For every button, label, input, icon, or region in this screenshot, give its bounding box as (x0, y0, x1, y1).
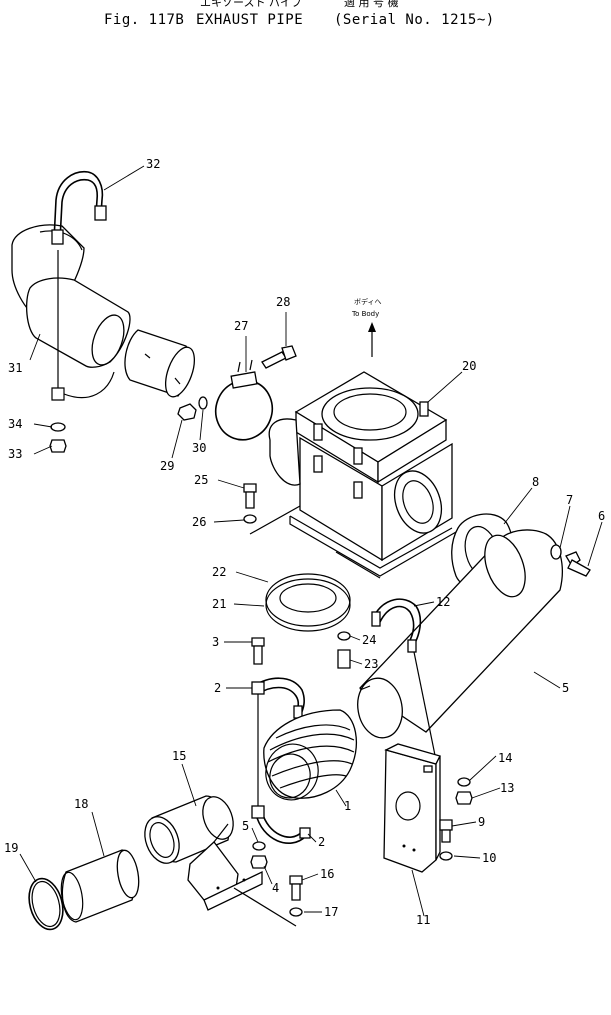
title-japanese: エキゾースト パイプ (200, 0, 302, 9)
serial-japanese: 適 用 号 機 (344, 0, 399, 9)
callout-23: 22 (212, 565, 226, 579)
part-32-elbow-pipe (11, 224, 131, 368)
part-6-long-pipe (357, 529, 563, 739)
callout-numbers: 32 31 34 33 29 30 27 28 20 25 26 8 7 6 2… (4, 157, 605, 927)
parts-26-27-bolt (243, 483, 257, 524)
callout-3: 3 (212, 635, 219, 649)
callout-18: 17 (324, 905, 338, 919)
title-block: エキゾースト パイプ 適 用 号 機 Fig. 117B EXHAUST PIP… (104, 0, 495, 28)
parts-24-25-bolt (337, 631, 351, 669)
callout-27: 26 (192, 515, 206, 529)
callout-1: 1 (344, 799, 351, 813)
part-12-bracket (383, 743, 441, 873)
callout-7: 6 (598, 509, 605, 523)
part-3-bolt (251, 637, 265, 665)
callout-9: 8 (532, 475, 539, 489)
parts-7-8-bolt (550, 544, 591, 577)
callout-10: 9 (478, 815, 485, 829)
callout-13: 12 (436, 595, 450, 609)
parts-30-31-nut (177, 396, 208, 421)
callout-24: 23 (364, 657, 378, 671)
part-16-adapter (144, 795, 297, 927)
parts-34-35-nut-washer (49, 422, 67, 453)
callout-17: 16 (320, 867, 334, 881)
callout-15: 14 (498, 751, 512, 765)
callout-21: 20 (462, 359, 476, 373)
to-body-note: ボディへ To Body (351, 297, 382, 357)
to-body-arrowhead (368, 322, 376, 332)
callout-16: 15 (172, 749, 186, 763)
callout-22: 21 (212, 597, 226, 611)
callout-26: 25 (194, 473, 208, 487)
callout-14: 13 (500, 781, 514, 795)
callout-12: 11 (416, 913, 430, 927)
callout-4: 4 (272, 881, 279, 895)
figure-number: Fig. 117B (104, 12, 184, 28)
callout-34: 33 (8, 447, 22, 461)
callout-33: 32 (146, 157, 160, 171)
connector-sleeve (124, 329, 196, 398)
part-29-bolt (261, 345, 297, 369)
callout-29: 28 (276, 295, 290, 309)
callout-19: 18 (74, 797, 88, 811)
to-body-japanese: ボディへ (354, 297, 382, 306)
parts-22-23-flange (265, 573, 351, 632)
callout-35: 34 (8, 417, 22, 431)
figure-title: EXHAUST PIPE (196, 12, 303, 28)
parts-10-11-14-15-hardware (439, 777, 473, 861)
part-1-bellows (263, 709, 357, 801)
callout-25: 24 (362, 633, 376, 647)
callout-20: 19 (4, 841, 18, 855)
to-body-english: To Body (351, 310, 379, 318)
part-33-u-bolt (51, 171, 115, 401)
callout-6: 5 (562, 681, 569, 695)
part-28-clamp-band (214, 359, 274, 441)
serial-range: (Serial No. 1215~) (334, 12, 495, 28)
parts-4-5-nut (250, 841, 268, 869)
callout-8: 7 (566, 493, 573, 507)
callout-2-upper: 2 (214, 681, 221, 695)
callout-31: 30 (192, 441, 206, 455)
parts-17-18-bolt (289, 875, 303, 917)
callout-32: 31 (8, 361, 22, 375)
part-19-pipe-sleeve (60, 849, 140, 923)
callout-30: 29 (160, 459, 174, 473)
callout-11: 10 (482, 851, 496, 865)
part-2-lower-clamp (251, 805, 311, 844)
part-21-silencer-box (249, 371, 457, 579)
callout-2-lower: 2 (318, 835, 325, 849)
part-2-upper-clamp (251, 677, 305, 810)
part-20-ring (28, 877, 64, 931)
callout-28: 27 (234, 319, 248, 333)
callout-5: 5 (242, 819, 249, 833)
leader-lines (19, 165, 603, 917)
